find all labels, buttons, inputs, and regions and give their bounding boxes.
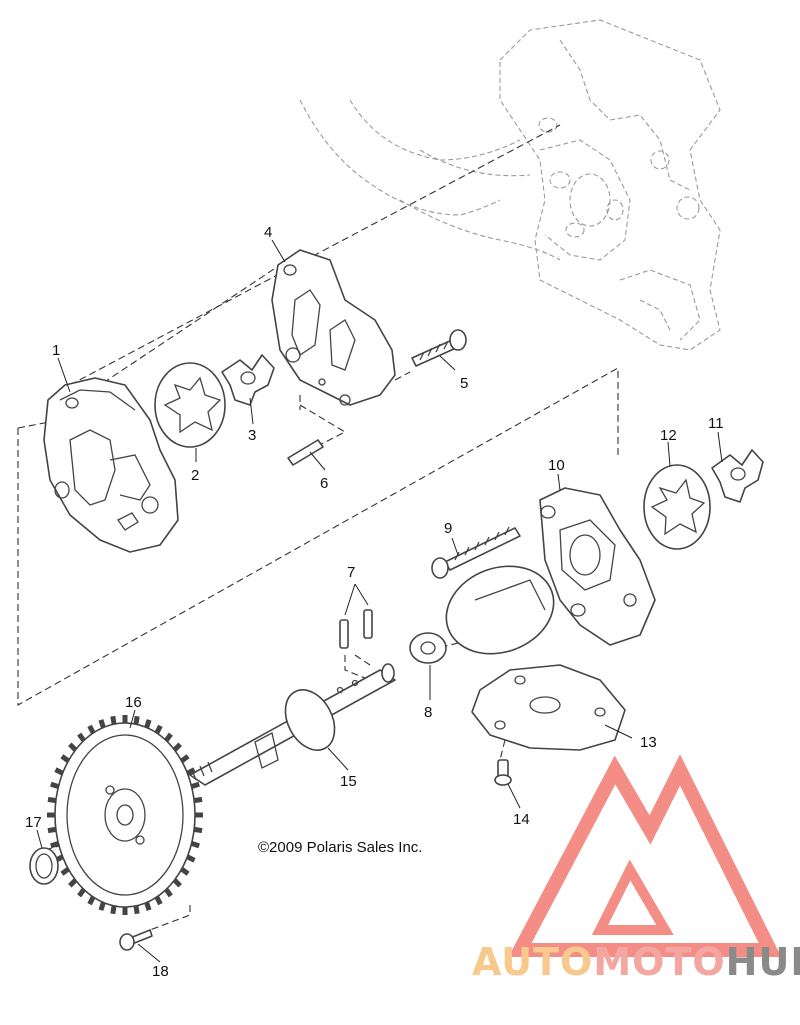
callout-12: 12 — [660, 427, 677, 444]
callout-4: 4 — [264, 224, 272, 241]
callout-14: 14 — [513, 811, 530, 828]
gear-tooth — [172, 742, 182, 752]
callout-8: 8 — [424, 704, 432, 721]
gear-tooth — [47, 796, 57, 804]
gear-tooth — [133, 905, 140, 915]
watermark-hub: HUB — [726, 940, 800, 984]
watermark-inner-mark-icon — [591, 859, 674, 935]
gear-tooth — [193, 826, 203, 834]
gear-tooth — [110, 905, 117, 915]
watermark-moto: MOTO — [593, 940, 725, 984]
part-1-pump-housing — [43, 377, 179, 553]
part-12-outer-rotor — [643, 464, 711, 550]
gear-tooth — [144, 901, 152, 911]
part-6-dowel-pin — [287, 439, 324, 466]
gear-tooth — [110, 715, 117, 725]
gear-tooth — [180, 754, 190, 763]
gear-tooth — [154, 724, 163, 735]
part-4-pump-cover — [271, 249, 396, 406]
callout-10: 10 — [548, 457, 565, 474]
gear-tooth — [47, 826, 57, 834]
gear-tooth — [98, 719, 106, 729]
gear-tooth — [60, 867, 70, 876]
copyright-text: ©2009 Polaris Sales Inc. — [258, 839, 422, 856]
gear-tooth — [193, 796, 203, 804]
part-2-outer-rotor — [154, 362, 226, 448]
callout-5: 5 — [460, 375, 468, 392]
gear-tooth — [186, 854, 196, 863]
gear-tooth — [87, 895, 96, 906]
gear-tooth — [77, 732, 86, 743]
callout-7: 7 — [347, 564, 355, 581]
gear-tooth — [77, 887, 86, 898]
part-11-inner-rotor — [711, 449, 764, 503]
gear-tooth — [190, 781, 200, 789]
part-3-inner-rotor — [221, 354, 275, 406]
callout-6: 6 — [320, 475, 328, 492]
gear-tooth — [164, 887, 173, 898]
part-16-drive-gear — [47, 715, 203, 915]
watermark-logo — [508, 754, 782, 957]
engine-case-outline — [299, 19, 721, 351]
callout-1: 1 — [52, 342, 60, 359]
gear-tooth — [50, 841, 60, 849]
watermark-brand-text: AUTOMOTOHUB — [472, 940, 800, 984]
gear-tooth — [54, 767, 64, 776]
part-18-bolt — [119, 929, 153, 951]
callout-16: 16 — [125, 694, 142, 711]
gear-tooth — [172, 878, 182, 888]
gear-tooth — [68, 742, 78, 752]
part-9-long-bolt — [431, 526, 521, 579]
gear-tooth — [50, 781, 60, 789]
callout-lines — [36, 239, 723, 963]
callout-13: 13 — [640, 734, 657, 751]
part-13-gasket — [471, 664, 626, 751]
part-5-bolt — [411, 329, 467, 367]
callout-3: 3 — [248, 427, 256, 444]
callout-numbers: 1 2 3 4 5 6 7 8 9 10 11 12 13 14 15 16 1… — [25, 224, 724, 980]
part-17-o-ring — [29, 847, 59, 885]
gear-tooth — [180, 867, 190, 876]
watermark-auto: AUTO — [472, 940, 593, 984]
part-15-drive-shaft — [189, 663, 396, 786]
watermark-triangle-icon — [508, 754, 782, 957]
callout-9: 9 — [444, 520, 452, 537]
callout-15: 15 — [340, 773, 357, 790]
part-8-washer — [409, 632, 447, 664]
callout-2: 2 — [191, 467, 199, 484]
callout-17: 17 — [25, 814, 42, 831]
gear-tooth — [98, 901, 106, 911]
part-7-pins — [339, 609, 373, 649]
part-14-screw — [494, 759, 512, 786]
gear-tooth — [133, 715, 140, 725]
part-10-scavenge-pump — [445, 487, 656, 655]
gear-tooth — [164, 732, 173, 743]
gear-tooth — [60, 754, 70, 763]
gear-tooth — [190, 841, 200, 849]
gear-tooth — [87, 724, 96, 735]
callout-11: 11 — [708, 415, 724, 432]
gear-tooth — [154, 895, 163, 906]
gear-tooth — [68, 878, 78, 888]
gear-tooth — [186, 767, 196, 776]
gear-teeth — [47, 715, 203, 915]
gear-tooth — [144, 719, 152, 729]
callout-18: 18 — [152, 963, 169, 980]
